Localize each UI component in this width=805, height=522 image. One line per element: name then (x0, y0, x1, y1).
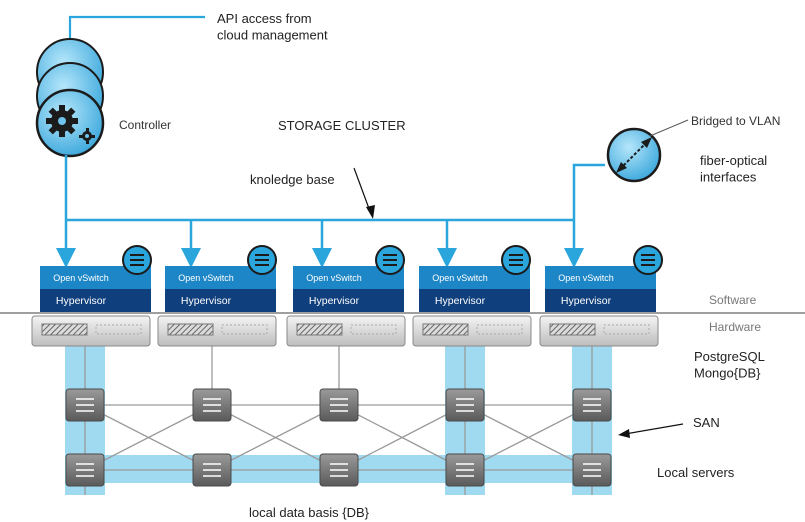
switch-arrows-icon (122, 245, 152, 275)
software-label: Software (709, 293, 757, 307)
ovs-label: Open vSwitch (306, 273, 362, 283)
san-switches (65, 388, 612, 487)
node-3: Open vSwitch Hypervisor (286, 245, 406, 347)
san-label: SAN (693, 415, 720, 430)
ovs-label: Open vSwitch (53, 273, 109, 283)
hypervisor-label: Hypervisor (181, 295, 232, 307)
bus-drop-arrows (56, 220, 584, 268)
switch-arrows-icon (633, 245, 663, 275)
network-switch-icon (319, 453, 359, 487)
node-1: Open vSwitch Hypervisor (31, 245, 152, 347)
ovs-label: Open vSwitch (432, 273, 488, 283)
local-servers-label: Local servers (657, 465, 735, 480)
hypervisor-label: Hypervisor (435, 295, 486, 307)
bridged-vlan-label: Bridged to VLAN (691, 114, 780, 128)
hardware-label: Hardware (709, 320, 761, 334)
network-switch-icon (445, 453, 485, 487)
local-db-label: local data basis {DB} (249, 505, 370, 520)
gear-stack-icon (35, 38, 105, 158)
storage-cluster-title: STORAGE CLUSTER (278, 118, 406, 133)
node-4: Open vSwitch Hypervisor (412, 245, 532, 347)
bridge-arrows-icon (606, 127, 662, 183)
network-switch-icon (192, 388, 232, 422)
network-switch-icon (65, 388, 105, 422)
bridge-pointer-line (649, 119, 689, 137)
switch-arrows-icon (247, 245, 277, 275)
network-switch-icon (445, 388, 485, 422)
switch-arrows-icon (501, 245, 531, 275)
knowledge-base-pointer (353, 167, 375, 219)
controller-label: Controller (119, 118, 171, 132)
hypervisor-label: Hypervisor (561, 295, 612, 307)
knowledge-base-label: knoledge base (250, 172, 335, 187)
network-switch-icon (319, 388, 359, 422)
server-appliance-icon (157, 315, 277, 347)
ovs-label: Open vSwitch (178, 273, 234, 283)
server-appliance-icon (412, 315, 532, 347)
node-5: Open vSwitch Hypervisor (539, 245, 663, 347)
controller-bus (64, 155, 605, 222)
hypervisor-label: Hypervisor (56, 295, 107, 307)
san-pointer (618, 423, 684, 438)
node-2: Open vSwitch Hypervisor (157, 245, 277, 347)
server-appliance-icon (31, 315, 151, 347)
network-switch-icon (65, 453, 105, 487)
network-switch-icon (572, 453, 612, 487)
network-switch-icon (192, 453, 232, 487)
server-appliance-icon (539, 315, 659, 347)
hypervisor-label: Hypervisor (309, 295, 360, 307)
ovs-label: Open vSwitch (558, 273, 614, 283)
network-switch-icon (572, 388, 612, 422)
switch-arrows-icon (375, 245, 405, 275)
server-appliance-icon (286, 315, 406, 347)
